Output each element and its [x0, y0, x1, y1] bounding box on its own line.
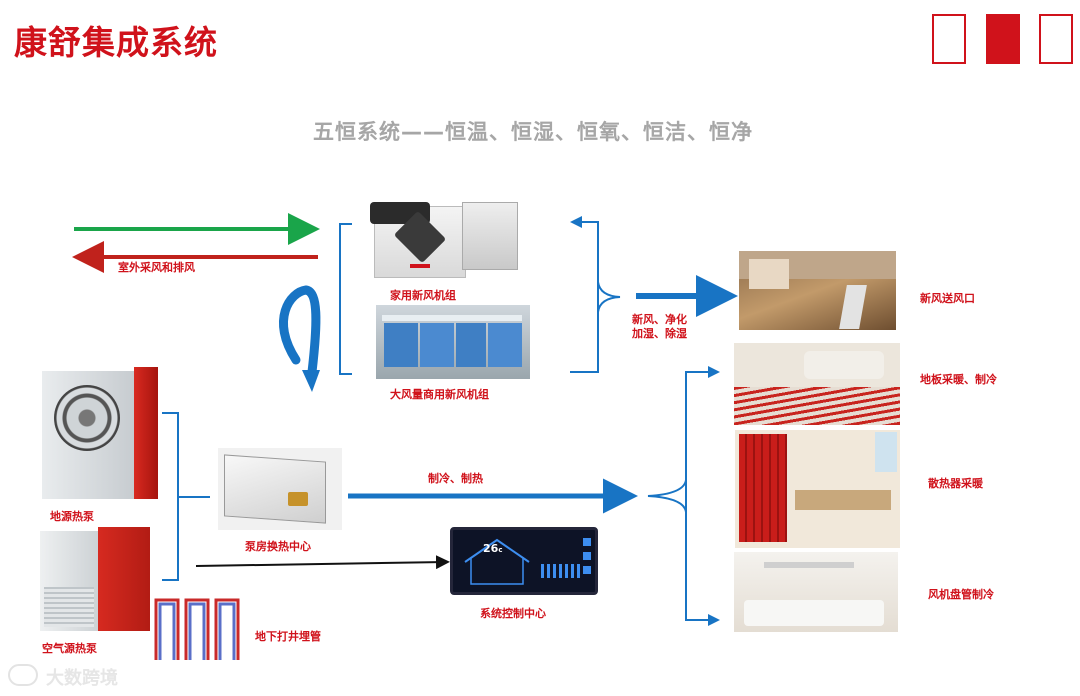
outdoor-air-label: 室外采风和排风 [118, 259, 195, 275]
control-arrow [196, 562, 446, 566]
watermark-text: 大数跨境 [46, 664, 118, 690]
heat-pumps-bracket [162, 413, 178, 580]
units-left-bracket [340, 224, 352, 374]
terminals-bracket [686, 372, 712, 620]
fresh-air-functions-line2: 加湿、除湿 [632, 325, 687, 341]
watermark-logo-icon [8, 664, 38, 686]
curved-return-arrow [283, 290, 315, 372]
units-right-bracket [570, 222, 598, 372]
cool-heat-label: 制冷、制热 [428, 470, 483, 486]
curved-arrow-head [302, 370, 320, 392]
